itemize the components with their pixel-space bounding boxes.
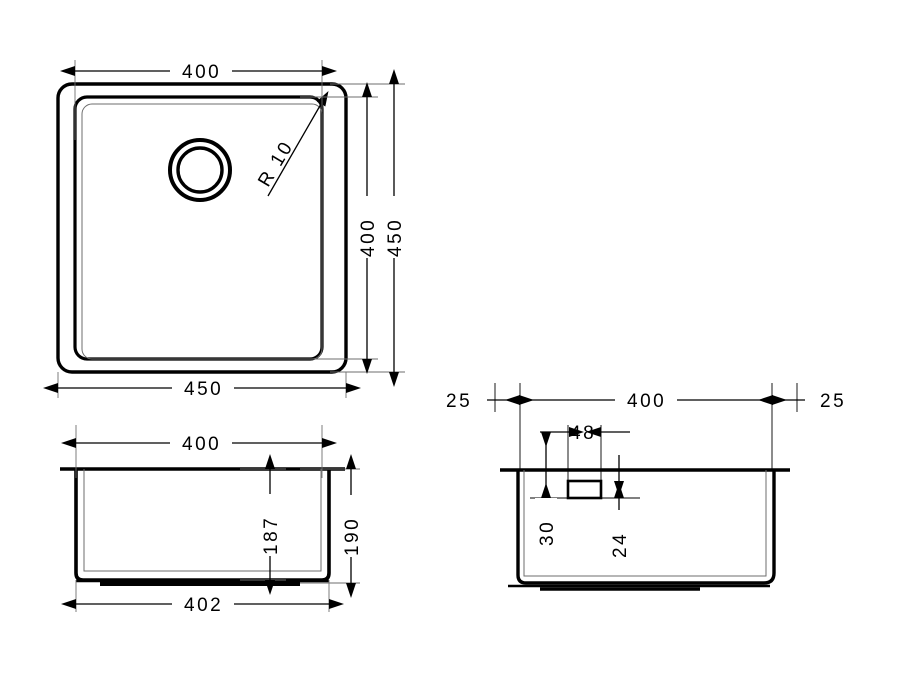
top-height-450-label-bg: [383, 196, 405, 258]
side-margin-right-label: 25: [820, 391, 846, 412]
front-view-body-outline: [74, 469, 331, 582]
drain-inner-circle: [176, 146, 224, 194]
side-margin-left-label: 25: [446, 391, 472, 412]
overflow-width-48-label: 48: [570, 423, 596, 444]
overflow-24-label: 24: [610, 532, 631, 558]
top-height-450-label: 450: [385, 218, 406, 257]
top-height-400-label: 400: [358, 218, 379, 257]
side-view: 400 25 25 48 30 24: [446, 383, 846, 591]
top-view-bowl-outline: [73, 95, 324, 361]
front-width-400-label: 400: [182, 434, 221, 455]
top-view-extension-lines: [57, 60, 405, 398]
overflow-top-30-label-bg: [535, 498, 557, 548]
front-view: 400 402 187 190: [60, 425, 363, 616]
side-width-400-label-bg: [615, 388, 677, 410]
front-width-402-label: 402: [184, 595, 223, 616]
front-width-402-label-bg: [172, 592, 234, 614]
top-width-450-label: 450: [184, 379, 223, 400]
front-width-400-label-bg: [170, 431, 232, 453]
top-width-450-label-bg: [172, 376, 234, 398]
front-view-inner-line: [83, 469, 322, 572]
top-view: R 10 400 450 400 450: [43, 59, 406, 400]
radius-leader-line: [267, 91, 329, 197]
top-height-400-label-bg: [356, 196, 378, 258]
side-view-inner-line: [523, 470, 767, 577]
front-depth-190-label-bg: [340, 495, 362, 557]
top-view-bowl-inner-line: [81, 103, 323, 360]
side-width-400-label: 400: [627, 391, 666, 412]
overflow-24-label-bg: [608, 510, 630, 560]
overflow-slot: [566, 479, 603, 500]
front-depth-190-label: 190: [342, 517, 363, 556]
overflow-top-30-label: 30: [537, 520, 558, 546]
front-depth-187-label: 187: [261, 516, 282, 555]
radius-label: R 10: [254, 137, 298, 191]
front-depth-187-label-bg: [259, 494, 281, 556]
top-width-400-label-bg: [170, 59, 232, 81]
side-view-body-outline: [516, 470, 776, 585]
top-width-400-label: 400: [182, 62, 221, 83]
drain-outer-circle: [168, 138, 232, 202]
top-view-outer-outline: [56, 82, 348, 374]
